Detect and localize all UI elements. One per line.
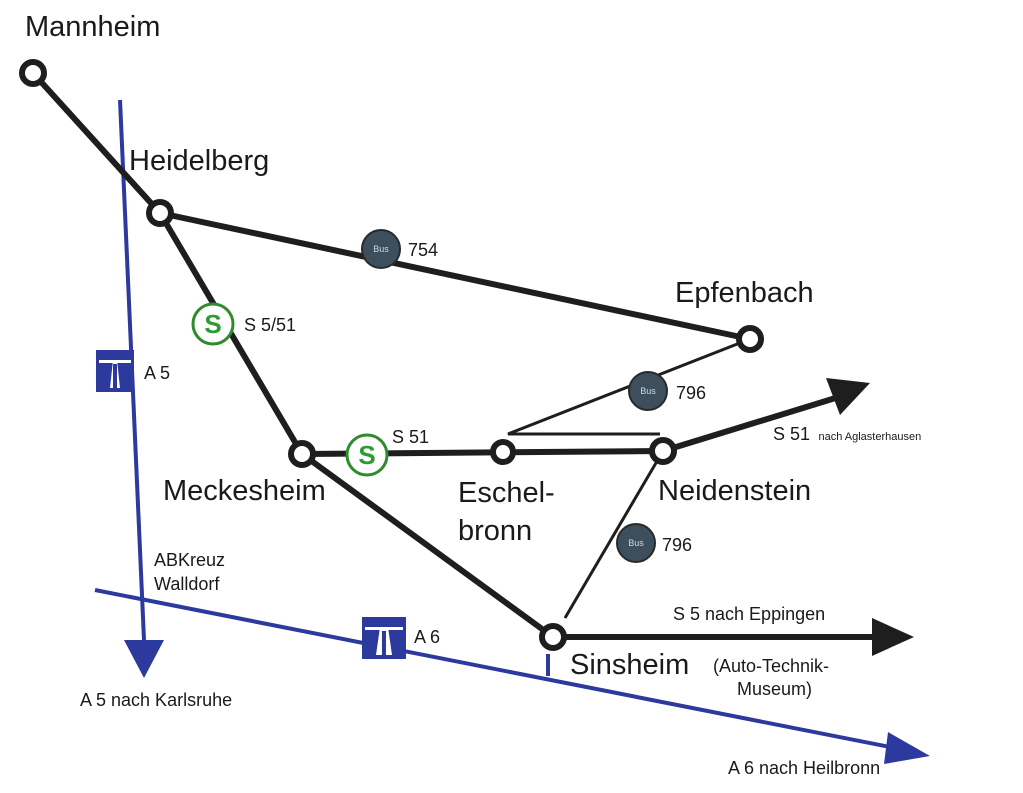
rail-neidenstein-aglasterhausen: [660, 393, 845, 454]
bus-754-badge: Bus: [361, 229, 401, 269]
station-heidelberg[interactable]: [146, 199, 174, 227]
station-meckesheim[interactable]: [288, 440, 316, 468]
label-mannheim: Mannheim: [25, 11, 160, 43]
bus-754-label: 754: [408, 240, 438, 260]
a6-sign: [362, 617, 406, 659]
s51-label: S 51: [392, 427, 429, 447]
bus-796-upper-badge: Bus: [628, 371, 668, 411]
kreuz-label-2: Walldorf: [154, 574, 220, 594]
rail-lines: [30, 70, 914, 656]
rail-meckesheim-sinsheim: [299, 451, 556, 640]
stations: [19, 59, 764, 651]
rail-mannheim-heidelberg: [30, 70, 163, 216]
bus-796-lower-label: 796: [662, 535, 692, 555]
label-heidelberg: Heidelberg: [129, 145, 269, 177]
bus-754-route: [157, 210, 753, 342]
bus-796-lower-badge: Bus: [616, 523, 656, 563]
bus-icon: [616, 523, 656, 563]
a5-destination-label: A 5 nach Karlsruhe: [80, 690, 232, 710]
sbahn-icon-text: S: [358, 440, 375, 470]
a6-highway: [94, 588, 896, 750]
label-eschelbronn-1: Eschel-: [458, 477, 555, 509]
bus-icon: [361, 229, 401, 269]
label-meckesheim: Meckesheim: [163, 475, 326, 507]
sbahn-icon: [345, 433, 389, 477]
station-eschelbronn[interactable]: [490, 439, 516, 465]
bus-icon-text: Bus: [628, 538, 644, 548]
station-mannheim[interactable]: [19, 59, 47, 87]
sbahn-icon: [191, 302, 235, 346]
sbahn-s51-badge: S: [345, 433, 389, 477]
station-epfenbach[interactable]: [736, 325, 764, 353]
a5-arrow-icon: [124, 640, 164, 678]
a6-arrow-icon: [884, 732, 930, 764]
a6-destination-label: A 6 nach Heilbronn: [728, 758, 880, 778]
label-epfenbach: Epfenbach: [675, 277, 814, 309]
bus-icon-text: Bus: [640, 386, 656, 396]
bus-lines: [157, 210, 753, 619]
a5-sign: [96, 350, 134, 392]
bus-icon: [628, 371, 668, 411]
station-neidenstein[interactable]: [649, 437, 677, 465]
s51-arrow-icon: [826, 378, 870, 415]
bus-796-upper-route: [507, 337, 751, 436]
label-sinsheim: Sinsheim: [570, 649, 689, 681]
s51-destination-main: S 51: [773, 424, 810, 444]
label-eschelbronn-2: bronn: [458, 515, 532, 547]
label-neidenstein: Neidenstein: [658, 475, 811, 507]
sbahn-icon-text: S: [204, 309, 221, 339]
bus-796-upper-label: 796: [676, 383, 706, 403]
bus-796-lower-route: [563, 450, 665, 619]
kreuz-label-1: ABKreuz: [154, 550, 225, 570]
s5-arrow-icon: [872, 618, 914, 656]
s5-destination-label: S 5 nach Eppingen: [673, 604, 825, 624]
s51-destination-label: S 51 nach Aglasterhausen: [773, 424, 921, 444]
bus-icon-text: Bus: [373, 244, 389, 254]
station-sinsheim[interactable]: [539, 623, 567, 651]
sbahn-s551-badge: S: [191, 302, 235, 346]
a5-label: A 5: [144, 363, 170, 383]
label-sinsheim-note-1: (Auto-Technik-: [713, 656, 829, 676]
label-sinsheim-note-2: Museum): [737, 679, 812, 699]
s551-label: S 5/51: [244, 315, 296, 335]
a6-label: A 6: [414, 627, 440, 647]
s51-destination-sub: nach Aglasterhausen: [818, 431, 921, 443]
